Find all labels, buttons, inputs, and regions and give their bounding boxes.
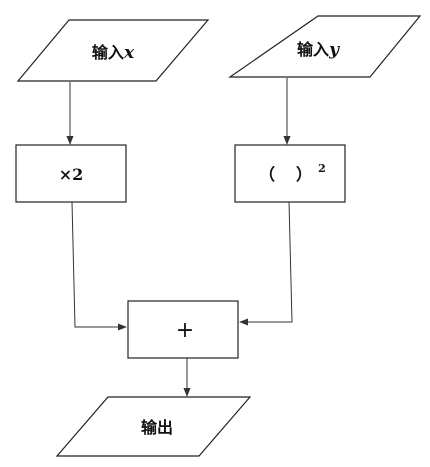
add-node: + (127, 300, 239, 359)
input-x-shape (16, 19, 210, 82)
input-x-label: 输入x (92, 43, 135, 63)
double-label: ×2 (59, 165, 84, 184)
square-node: （ ） 2 (234, 144, 346, 203)
add-label: + (176, 318, 194, 343)
add-box (127, 300, 239, 359)
input-y-node: 输入y (228, 15, 422, 78)
square-exponent: 2 (318, 162, 326, 175)
edge-double-to-add (71, 201, 127, 331)
square-open-paren: （ (259, 165, 275, 184)
input-y-label: 输入y (297, 40, 340, 60)
double-node: ×2 (15, 144, 127, 203)
output-node: 输出 (55, 396, 252, 457)
output-label: 输出 (141, 418, 173, 437)
input-y-variable: y (328, 40, 340, 60)
input-y-prefix: 输入 (297, 40, 329, 59)
square-close-paren: ） (296, 165, 312, 184)
input-x-prefix: 输入 (92, 43, 124, 62)
input-y-shape (228, 15, 422, 78)
double-box (15, 144, 127, 203)
input-x-node: 输入x (16, 19, 210, 82)
edges (66, 78, 293, 397)
input-x-variable: x (123, 43, 135, 63)
edge-square-to-add (239, 201, 293, 326)
output-shape (55, 396, 252, 457)
square-box (234, 144, 346, 203)
